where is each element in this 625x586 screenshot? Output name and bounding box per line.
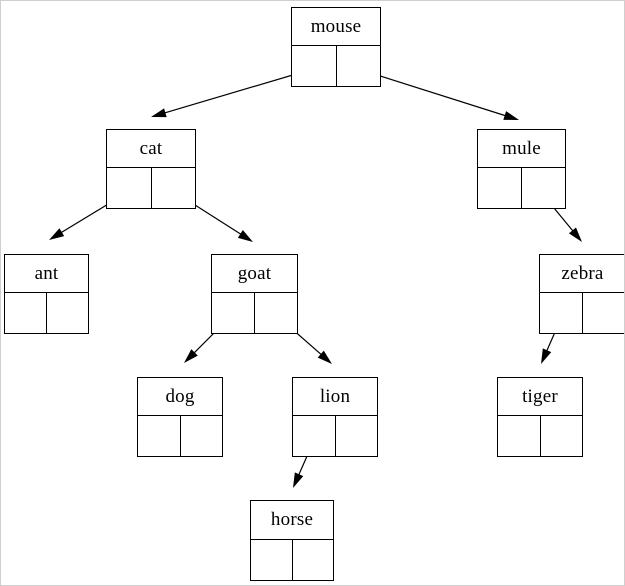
right-pointer-cell	[47, 293, 88, 333]
node-pointer-cells	[292, 45, 380, 86]
node-pointer-cells	[251, 538, 334, 580]
node-pointer-cells	[540, 292, 624, 333]
node-pointer-cells	[498, 415, 582, 456]
node-label: mouse	[310, 16, 362, 38]
left-pointer-cell	[5, 293, 47, 333]
arrowhead-icon	[184, 349, 198, 363]
node-pointer-cells	[138, 415, 222, 456]
tree-node-mouse[interactable]: mouse	[291, 7, 381, 87]
node-pointer-cells	[107, 167, 195, 208]
right-pointer-cell	[293, 540, 334, 580]
tree-node-goat[interactable]: goat	[211, 254, 298, 334]
node-pointer-cells	[212, 292, 297, 333]
right-pointer-cell	[152, 168, 196, 208]
left-pointer-cell	[498, 416, 541, 456]
arrowhead-icon	[49, 228, 65, 240]
arrowhead-icon	[293, 472, 304, 488]
left-pointer-cell	[292, 46, 337, 86]
arrowhead-icon	[568, 227, 582, 242]
tree-node-cat[interactable]: cat	[106, 129, 196, 209]
edge-mouse-to-cat	[151, 68, 314, 118]
node-label: cat	[139, 138, 163, 160]
node-label: mule	[502, 138, 541, 160]
right-pointer-cell	[336, 416, 378, 456]
tree-node-ant[interactable]: ant	[4, 254, 89, 334]
node-label: ant	[34, 263, 59, 285]
arrowhead-icon	[503, 111, 519, 120]
right-pointer-cell	[522, 168, 565, 208]
tree-node-zebra[interactable]: zebra	[539, 254, 624, 334]
left-pointer-cell	[107, 168, 152, 208]
arrowhead-icon	[151, 108, 167, 118]
tree-node-tiger[interactable]: tiger	[497, 377, 583, 457]
left-pointer-cell	[138, 416, 181, 456]
left-pointer-cell	[540, 293, 583, 333]
left-pointer-cell	[251, 539, 293, 580]
node-label: horse	[270, 509, 314, 531]
node-label: lion	[319, 386, 351, 408]
node-pointer-cells	[5, 292, 88, 333]
node-label: zebra	[561, 263, 604, 285]
tree-node-lion[interactable]: lion	[292, 377, 378, 457]
arrowhead-icon	[317, 350, 332, 364]
tree-node-horse[interactable]: horse	[250, 500, 334, 581]
right-pointer-cell	[181, 416, 223, 456]
node-label: tiger	[522, 386, 558, 408]
tree-node-dog[interactable]: dog	[137, 377, 223, 457]
left-pointer-cell	[212, 293, 255, 333]
node-pointer-cells	[478, 167, 565, 208]
arrowhead-icon	[237, 230, 253, 242]
right-pointer-cell	[541, 416, 583, 456]
right-pointer-cell	[255, 293, 297, 333]
right-pointer-cell	[583, 293, 624, 333]
left-pointer-cell	[478, 168, 522, 208]
right-pointer-cell	[337, 46, 381, 86]
node-pointer-cells	[293, 415, 377, 456]
arrowhead-icon	[541, 348, 552, 364]
node-label: dog	[165, 386, 195, 408]
tree-node-mule[interactable]: mule	[477, 129, 566, 209]
node-label: goat	[237, 263, 272, 285]
left-pointer-cell	[293, 416, 336, 456]
